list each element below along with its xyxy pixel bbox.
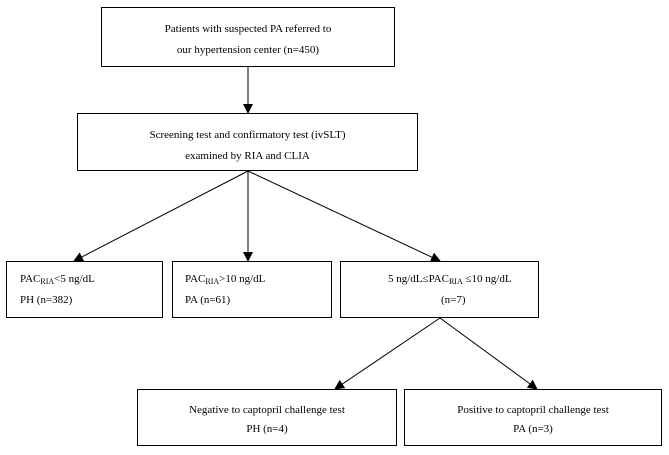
high-pac-subscript: RIA: [205, 277, 220, 286]
low-pac-result: PH (n=382): [20, 294, 73, 306]
low-pac-condition: PACRIA<5 ng/dL: [20, 273, 162, 286]
arrow-screening-to-mid: [247, 170, 441, 262]
low-pac-label: PAC: [20, 273, 41, 285]
mid-pac-result: (n=7): [441, 294, 466, 306]
high-pac-box: PACRIA>10 ng/dL PA (n=61): [172, 261, 332, 318]
low-pac-box: PACRIA<5 ng/dL PH (n=382): [6, 261, 163, 318]
mid-pac-prefix: 5 ng/dL≤PAC: [388, 273, 449, 285]
arrow-screening-to-low: [73, 170, 249, 262]
low-pac-threshold: <5 ng/dL: [54, 273, 95, 285]
high-pac-label: PAC: [185, 273, 206, 285]
screening-line-1: Screening test and confirmatory test (iv…: [149, 129, 346, 141]
mid-pac-subscript: RIA: [448, 277, 463, 286]
mid-pac-box: 5 ng/dL≤PACRIA ≤10 ng/dL (n=7): [340, 261, 539, 318]
negative-line-2: PH (n=4): [246, 423, 288, 435]
low-pac-subscript: RIA: [40, 277, 55, 286]
referral-box: Patients with suspected PA referred to o…: [101, 7, 395, 67]
negative-box: Negative to captopril challenge test PH …: [137, 389, 397, 446]
mid-pac-threshold: ≤10 ng/dL: [462, 273, 512, 285]
mid-pac-condition: 5 ng/dL≤PACRIA ≤10 ng/dL: [388, 273, 538, 286]
high-pac-result: PA (n=61): [185, 294, 231, 306]
screening-box: Screening test and confirmatory test (iv…: [77, 113, 418, 171]
arrow-mid-to-negative: [334, 317, 441, 390]
arrow-mid-to-positive: [439, 317, 538, 390]
positive-line-1: Positive to captopril challenge test: [457, 404, 609, 416]
high-pac-condition: PACRIA>10 ng/dL: [185, 273, 331, 286]
referral-line-2: our hypertension center (n=450): [176, 44, 320, 56]
negative-line-1: Negative to captopril challenge test: [189, 404, 345, 416]
screening-line-2: examined by RIA and CLIA: [185, 150, 310, 162]
high-pac-threshold: >10 ng/dL: [219, 273, 266, 285]
positive-box: Positive to captopril challenge test PA …: [404, 389, 662, 446]
positive-line-2: PA (n=3): [513, 423, 553, 435]
referral-line-1: Patients with suspected PA referred to: [164, 23, 332, 35]
